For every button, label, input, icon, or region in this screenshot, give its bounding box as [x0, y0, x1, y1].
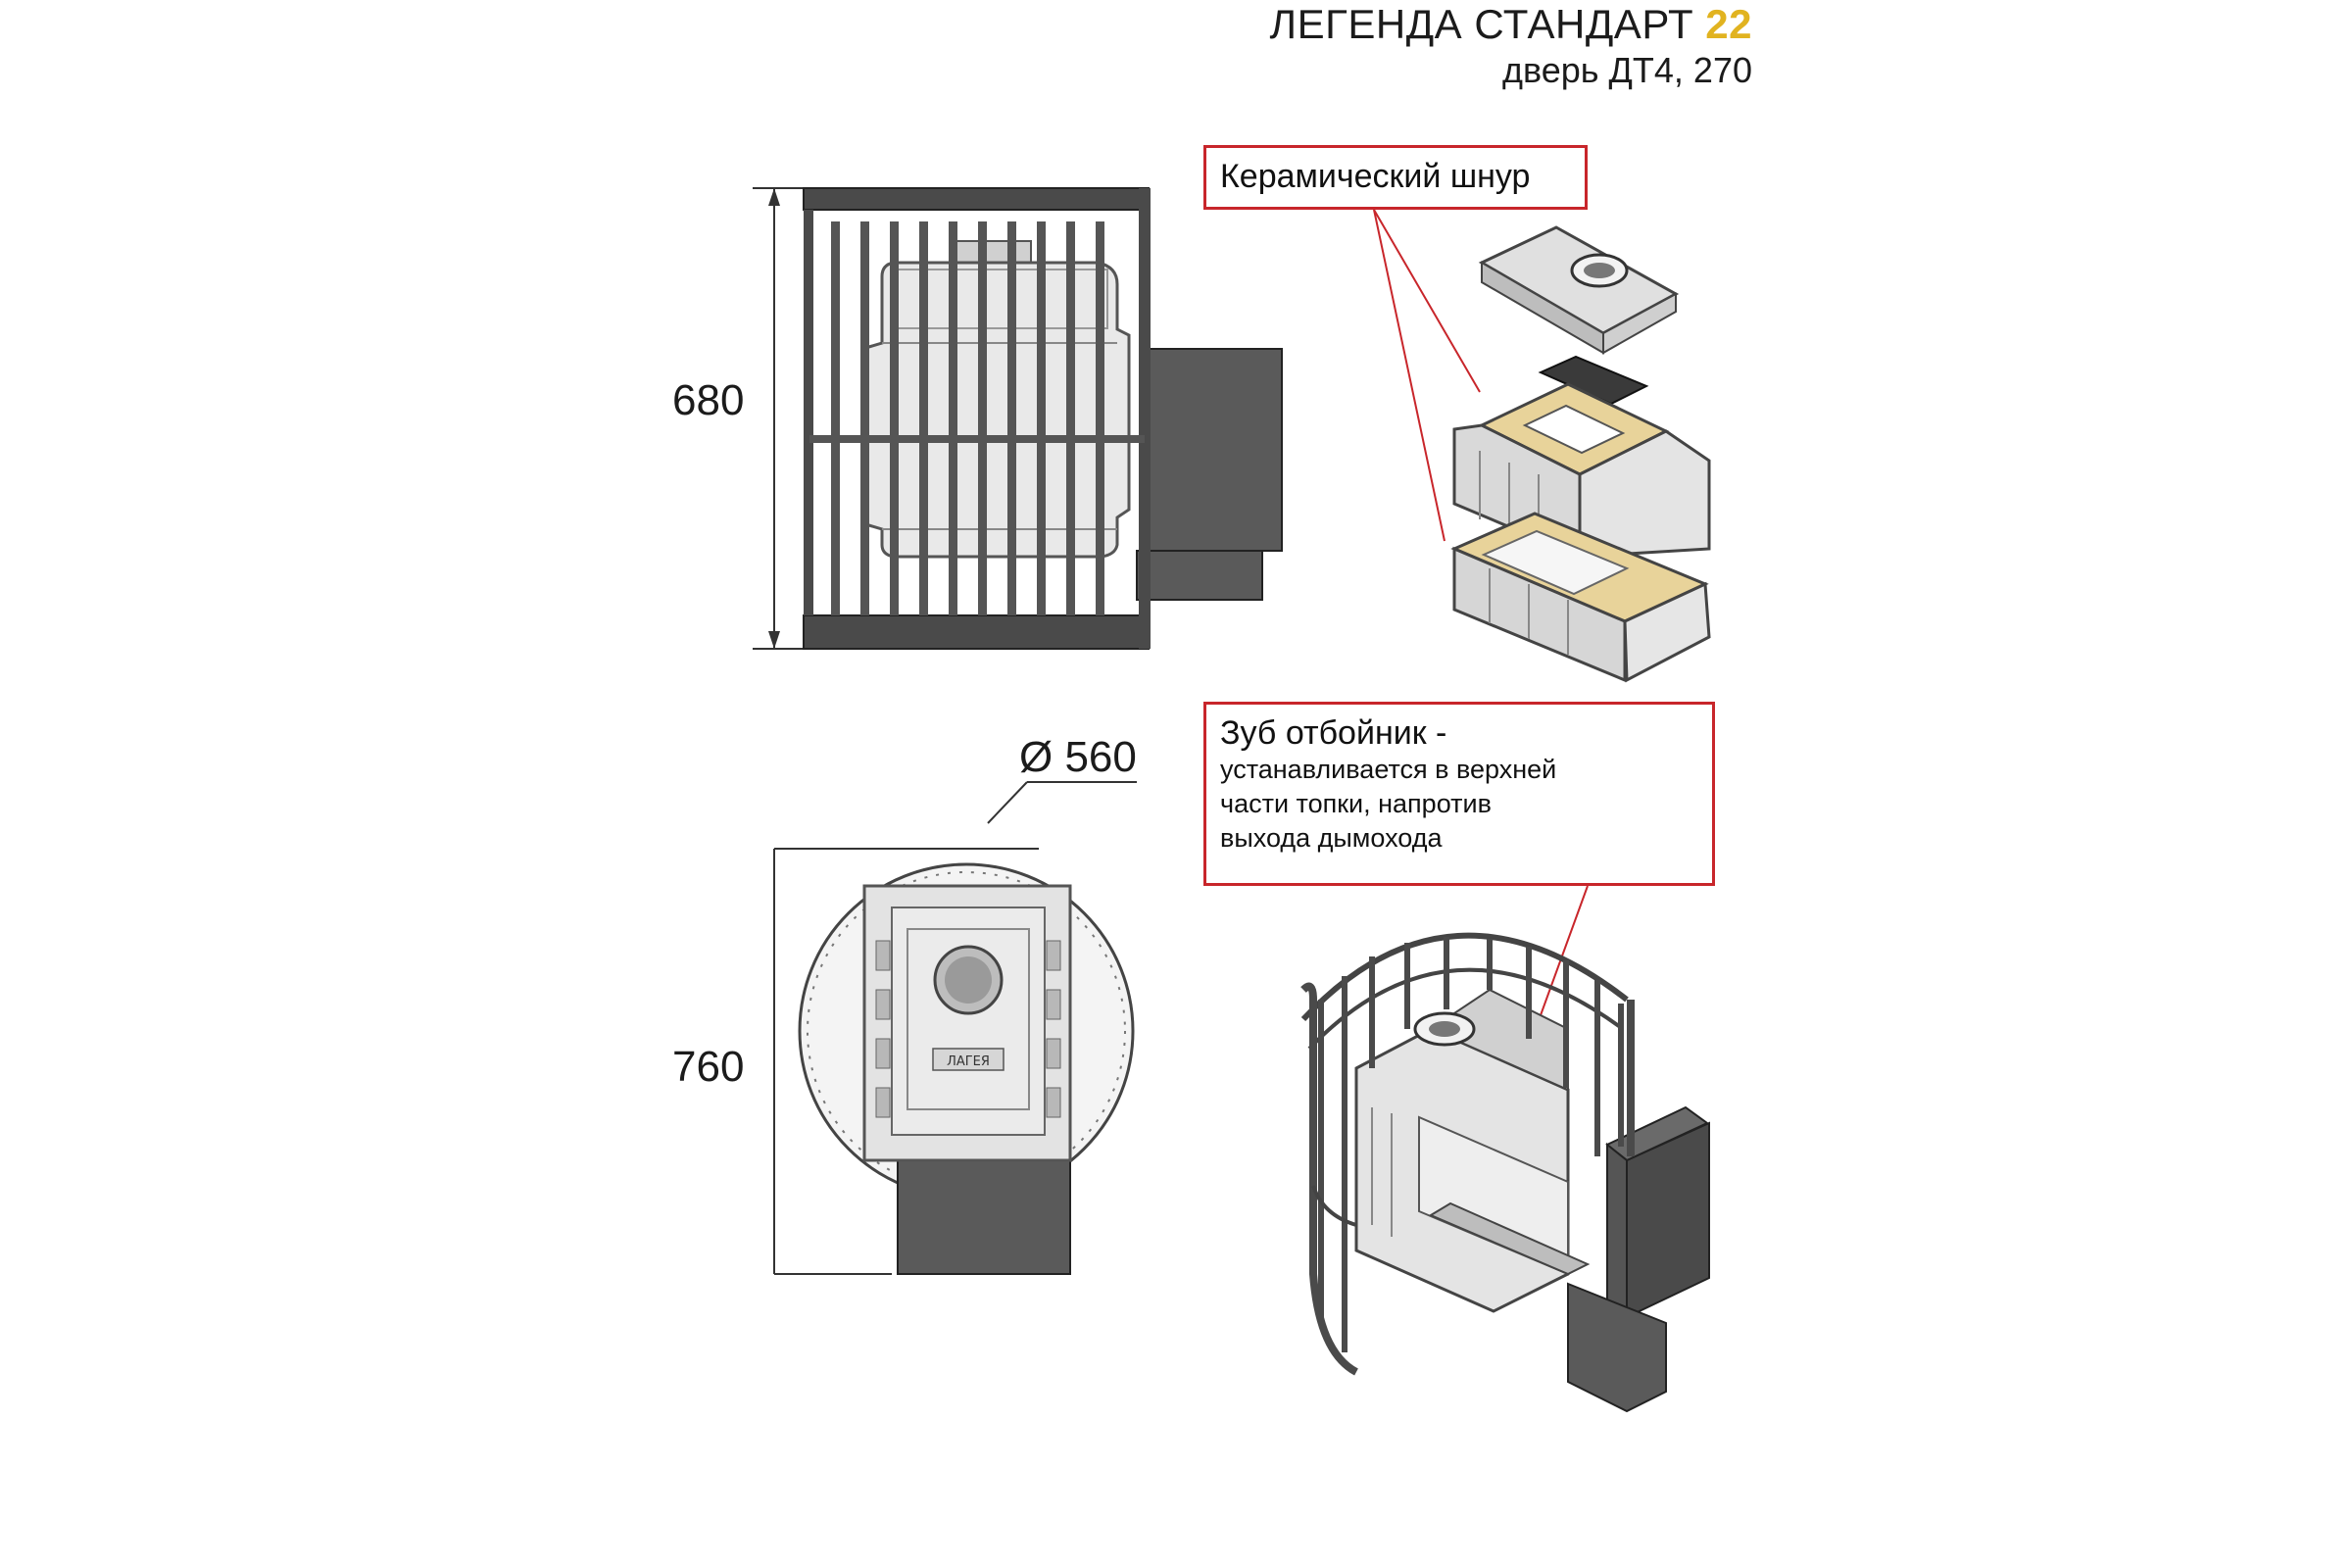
page-title: ЛЕГЕНДА СТАНДАРТ 22	[1270, 0, 1752, 49]
deflector-callout-line-2: части топки, напротив	[1220, 789, 1492, 819]
exploded-view	[1373, 209, 1711, 683]
title-block: ЛЕГЕНДА СТАНДАРТ 22 дверь ДТ4, 270	[1270, 0, 1752, 92]
deflector-callout-line-3: выхода дымохода	[1220, 823, 1443, 854]
model-number: 22	[1705, 1, 1752, 47]
page-subtitle: дверь ДТ4, 270	[1502, 50, 1752, 91]
depth-dimension-label: 760	[672, 1043, 745, 1091]
deflector-callout-line-1: устанавливается в верхней	[1220, 755, 1557, 784]
title-text: ЛЕГЕНДА СТАНДАРТ	[1269, 1, 1694, 47]
top-view: ЛАГЕЯ	[773, 781, 1137, 1275]
diameter-dimension-label: Ø 560	[1019, 733, 1137, 781]
deflector-callout-title: Зуб отбойник -	[1220, 714, 1447, 752]
height-dimension-label: 680	[672, 376, 745, 424]
deflector-callout: Зуб отбойник - устанавливается в верхней…	[1203, 702, 1715, 886]
assembly-view	[1300, 800, 1710, 1413]
ceramic-cord-callout: Керамический шнур	[1203, 145, 1588, 210]
brand-plate-text: ЛАГЕЯ	[947, 1054, 990, 1069]
side-view	[753, 187, 1283, 650]
